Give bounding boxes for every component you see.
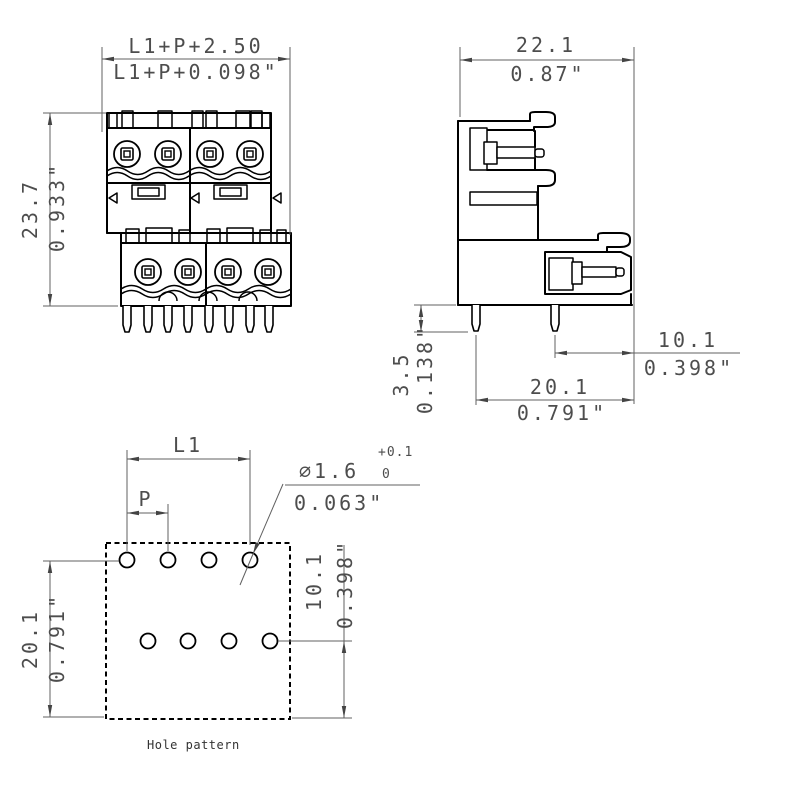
dim-side-pin-in: 0.138" (413, 324, 437, 414)
dim-side-width-mm: 22.1 (516, 33, 576, 57)
dim-hole-height-in: 0.791" (45, 593, 69, 683)
hole-pattern-outline (105, 542, 291, 720)
dim-side-pin-mm: 3.5 (389, 351, 413, 396)
dim-front-height-in: 0.933" (45, 162, 69, 252)
dim-hole-diameter-mm: ∅1.6 (299, 459, 359, 483)
dim-hole-offset-mm: 10.1 (302, 551, 326, 611)
dim-front-height-mm: 23.7 (18, 179, 42, 239)
front-top-strip (106, 112, 272, 129)
side-upper-contact (469, 127, 545, 206)
front-coding-triangles (108, 192, 282, 204)
dim-hole-tolerance-zero: 0 (382, 467, 391, 482)
dim-front-width-in: L1+P+0.098" (113, 60, 278, 84)
dim-side-depth-mm: 20.1 (530, 375, 590, 399)
dim-hole-offset-in: 0.398" (333, 539, 357, 629)
dim-front-width-mm: L1+P+2.50 (128, 34, 263, 58)
dim-side-offset-mm: 10.1 (658, 328, 718, 352)
hole-pattern-view (105, 542, 291, 720)
hole-pattern-dimensions: L1 P ∅1.6 +0.1 0 0.063" 20.1 0.791" 10.1… (18, 433, 420, 752)
front-pins (122, 305, 274, 333)
side-lower-contact (548, 257, 625, 291)
hole-row-2 (139, 632, 279, 650)
front-view (106, 110, 292, 333)
front-view-dimensions: L1+P+2.50 L1+P+0.098" 23.7 0.933" (18, 34, 291, 307)
dim-hole-p-label: P (138, 487, 153, 511)
front-mid-tabs (131, 184, 248, 200)
dim-hole-diameter-in: 0.063" (294, 491, 384, 515)
dim-side-depth-in: 0.791" (517, 401, 607, 425)
side-pins (471, 304, 560, 332)
dim-side-width-in: 0.87" (510, 62, 585, 86)
front-lower-wave (120, 284, 292, 299)
dim-hole-height-mm: 20.1 (18, 609, 42, 669)
hole-pattern-caption: Hole pattern (147, 738, 240, 752)
side-view (457, 111, 633, 332)
hole-row-1 (118, 551, 259, 569)
dim-hole-l1-label: L1 (173, 433, 203, 457)
front-upper-wave (106, 166, 272, 181)
dim-side-offset-in: 0.398" (644, 356, 734, 380)
dim-hole-tolerance-plus: +0.1 (378, 445, 413, 460)
side-view-dimensions: 22.1 0.87" 3.5 0.138" 20.1 0.791" 10.1 0… (389, 33, 740, 425)
